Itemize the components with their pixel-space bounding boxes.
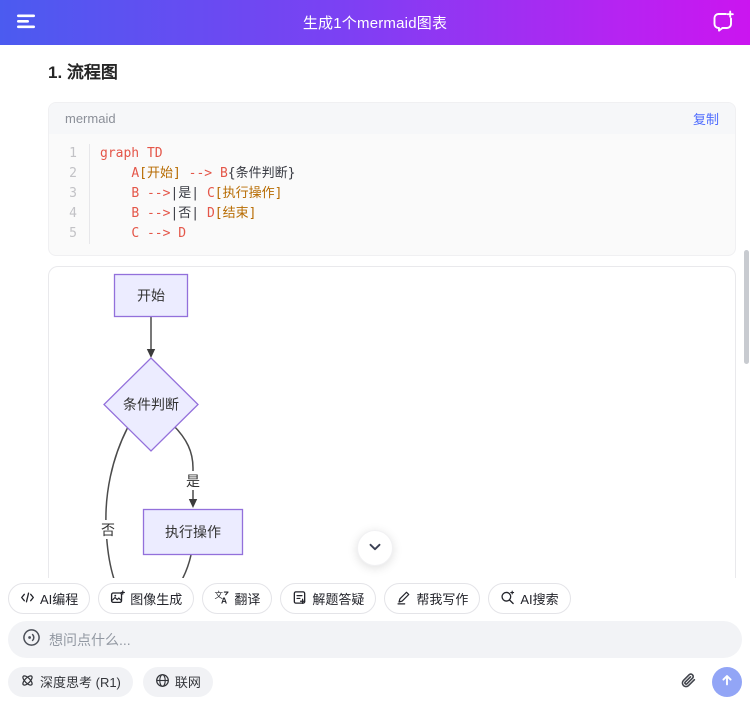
code-line: 5 C --> D [49,224,735,244]
quick-action-image-gen[interactable]: 图像生成 [98,583,195,614]
svg-text:文: 文 [215,590,224,600]
flow-node-start [113,273,189,318]
flow-node-action [142,508,244,556]
line-number: 5 [69,226,77,241]
line-number: 3 [69,186,77,201]
quick-actions-bar: AI编程 图像生成 文 A 翻译 [8,583,742,614]
code-line: 3 B -->|是| C[执行操作] [49,184,735,204]
edge-no [105,424,130,578]
chevron-down-icon [366,538,384,559]
composer-panel: AI编程 图像生成 文 A 翻译 [0,578,750,706]
code-block: mermaid 复制 1 graph TD 2 A[开始] --> B{条件判断… [48,102,736,256]
image-icon [110,589,126,608]
line-number: 2 [69,166,77,181]
arrow-up-icon [719,672,735,691]
edge-action-end [182,554,192,578]
send-button[interactable] [712,666,742,697]
atom-icon [20,673,35,691]
attach-button[interactable] [674,668,702,696]
arrowhead [188,499,198,508]
mermaid-diagram: 开始 条件判断 执行操作 是 否 [48,266,736,578]
line-number: 4 [69,206,77,221]
app-header: 生成1个mermaid图表 [0,0,750,45]
code-icon [20,590,35,608]
chat-message-area: 1. 流程图 mermaid 复制 1 graph TD 2 A[开始] -->… [0,45,750,578]
flow-node-decision-label: 条件判断 [123,397,179,413]
quick-action-writing[interactable]: 帮我写作 [384,583,481,614]
menu-button[interactable] [13,9,41,37]
quick-action-homework-help[interactable]: 解题答疑 [280,583,377,614]
scrollbar-thumb[interactable] [744,250,749,364]
scroll-to-bottom-button[interactable] [357,530,393,566]
flow-node-action-label: 执行操作 [165,524,221,540]
globe-icon [155,673,170,691]
deep-think-toggle[interactable]: 深度思考 (R1) [8,666,133,697]
copy-code-button[interactable]: 复制 [693,109,719,128]
new-chat-button[interactable] [709,9,737,37]
paperclip-icon [679,671,698,693]
edge-yes [172,424,194,500]
code-language-label: mermaid [65,111,116,126]
arrowhead [146,349,156,358]
web-search-toggle[interactable]: 联网 [142,666,213,697]
quick-action-translate[interactable]: 文 A 翻译 [202,583,273,614]
code-line: 1 graph TD [49,144,735,164]
hamburger-icon [16,11,38,34]
edge-yes-label: 是 [186,473,200,489]
quick-action-ai-search[interactable]: AI搜索 [488,583,571,614]
composer-toolbar: 深度思考 (R1) 联网 [8,666,742,697]
code-body: 1 graph TD 2 A[开始] --> B{条件判断} 3 B -->|是… [49,134,735,255]
quick-action-ai-coding[interactable]: AI编程 [8,583,91,614]
code-line: 4 B -->|否| D[结束] [49,204,735,224]
voice-input-icon[interactable] [22,628,41,652]
flow-node-decision [103,357,199,452]
code-line: 2 A[开始] --> B{条件判断} [49,164,735,184]
message-input[interactable] [49,631,728,648]
search-icon [500,590,515,608]
code-block-header: mermaid 复制 [49,103,735,134]
edge-label-bg [99,520,117,539]
document-icon [292,590,307,608]
flow-node-start-label: 开始 [137,288,165,304]
translate-icon: 文 A [214,589,229,608]
edge-no-label: 否 [101,522,115,538]
page-title: 生成1个mermaid图表 [302,15,448,32]
edge-label-bg [184,471,202,490]
line-number: 1 [69,146,77,161]
svg-text:A: A [221,595,227,604]
pen-icon [396,590,411,608]
section-heading: 1. 流程图 [48,63,118,82]
message-input-container[interactable] [8,621,742,658]
new-chat-icon [711,9,735,36]
